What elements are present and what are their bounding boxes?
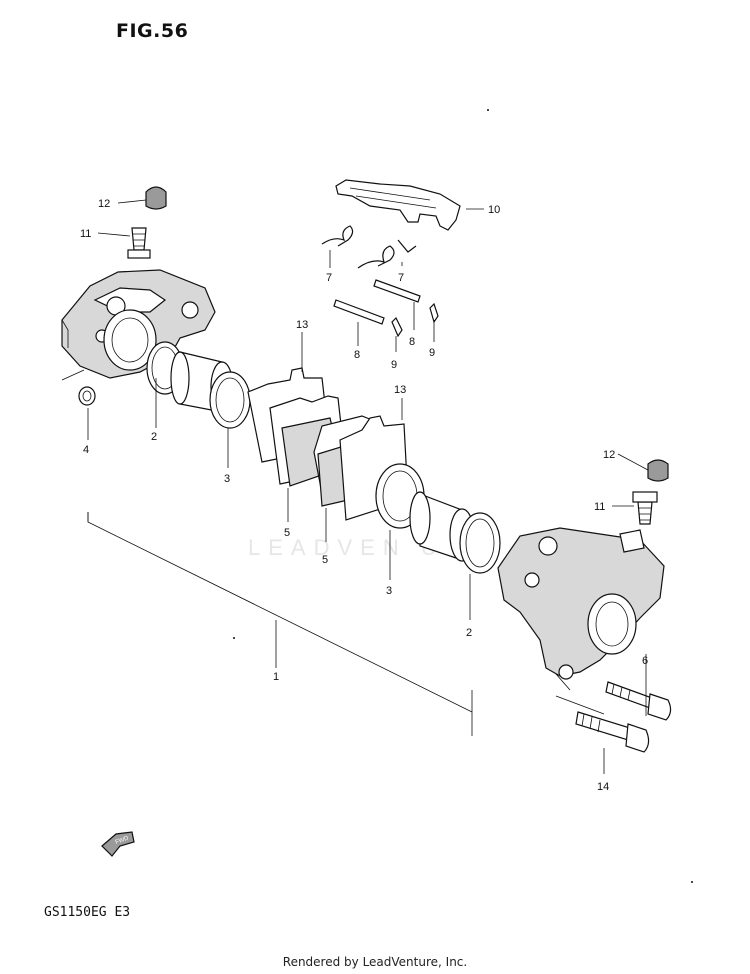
fwd-arrow-icon: FWD (101, 831, 135, 857)
callout-10: 10 (488, 204, 500, 216)
callout-14: 14 (597, 781, 609, 793)
callout-12-left: 12 (98, 198, 110, 210)
callout-9-right: 9 (429, 347, 435, 359)
callout-2-left: 2 (151, 431, 157, 443)
pad-pin-right[interactable] (373, 279, 421, 303)
caliper-right-half[interactable] (497, 527, 665, 680)
leader-lines (61, 199, 649, 774)
pad-clip-left[interactable] (321, 225, 354, 247)
callout-8-right: 8 (409, 336, 415, 348)
dust-seal-left[interactable] (209, 371, 251, 429)
piston-seal-right[interactable] (459, 512, 501, 574)
callout-3-right: 3 (386, 585, 392, 597)
callout-9-left: 9 (391, 359, 397, 371)
callout-5-right: 5 (322, 554, 328, 566)
pad-spring[interactable] (335, 179, 461, 231)
bleeder-screw-right[interactable] (632, 491, 658, 525)
callout-13-right: 13 (394, 384, 406, 396)
callout-1: 1 (273, 671, 279, 683)
cotter-pin-right[interactable] (429, 302, 439, 324)
callout-11-left: 11 (80, 228, 91, 240)
seal-small-left[interactable] (78, 386, 96, 406)
callout-7-left: 7 (326, 272, 332, 284)
callout-8-left: 8 (354, 349, 360, 361)
caliper-left-half[interactable] (61, 269, 216, 379)
pad-clip-right[interactable] (357, 239, 417, 269)
callout-3-left: 3 (224, 473, 230, 485)
fwd-label: FWD (115, 835, 131, 846)
bleeder-cap-right[interactable] (647, 459, 669, 482)
callout-4: 4 (83, 444, 89, 456)
speck (233, 637, 235, 639)
bleeder-cap-left[interactable] (145, 186, 167, 210)
pad-pin-left[interactable] (333, 299, 385, 325)
callout-6: 6 (642, 655, 648, 667)
callout-5-left: 5 (284, 527, 290, 539)
speck (691, 881, 693, 883)
mounting-bolt-upper[interactable] (605, 681, 672, 721)
footer-credit: Rendered by LeadVenture, Inc. (282, 955, 468, 969)
speck (487, 109, 489, 111)
figure-title: FIG.56 (116, 20, 189, 42)
bleeder-screw-left[interactable] (127, 227, 151, 259)
callout-7-right: 7 (398, 272, 404, 284)
callout-13-left: 13 (296, 319, 308, 331)
cotter-pin-left[interactable] (391, 316, 403, 338)
model-code: GS1150EG E3 (44, 905, 131, 920)
mounting-bolt-lower[interactable] (575, 711, 650, 753)
callout-2-right: 2 (466, 627, 472, 639)
callout-11-right: 11 (594, 501, 605, 513)
callout-12-right: 12 (603, 449, 615, 461)
